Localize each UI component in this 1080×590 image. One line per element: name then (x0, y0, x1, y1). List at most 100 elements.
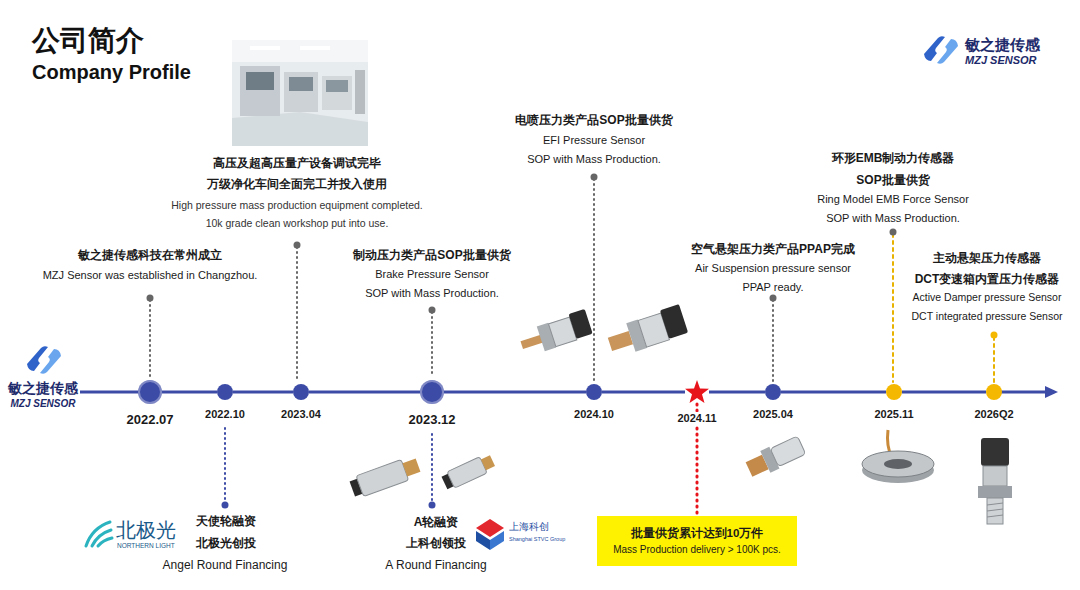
text-label: 敏之捷传感科技在常州成立 (78, 248, 222, 262)
highlight-box: 批量供货累计达到10万件Mass Production delivery > 1… (597, 516, 797, 566)
text-label: 空气悬架压力类产品PPAP完成 (691, 242, 855, 256)
sensor-part (447, 457, 487, 489)
investor-logo-icon (86, 522, 112, 546)
leader-line (149, 300, 151, 377)
leader-line (772, 300, 774, 382)
text-label: Company Profile (32, 60, 191, 84)
timeline-segment (902, 391, 986, 394)
date-label: 2022.07 (125, 412, 176, 428)
text-label: 北极光 (116, 518, 176, 542)
text-label: High pressure mass production equipment … (171, 199, 423, 212)
sensor-thread (987, 509, 1003, 511)
sensor-thread (987, 515, 1003, 517)
date-label: 2024.10 (572, 408, 616, 421)
timeline-segment (309, 391, 420, 394)
star-fill (685, 380, 709, 403)
text-label: DCT变速箱内置压力传感器 (915, 272, 1060, 286)
timeline-dot: 2026Q2 (986, 384, 1002, 400)
logo-shape (476, 531, 490, 550)
machine-panel (355, 70, 365, 114)
text-label: Air Suspension pressure sensor (695, 262, 851, 275)
date-label: 2024.11 (675, 412, 718, 425)
timeline-dot: 2023.04 (293, 384, 309, 400)
timeline-dot: 2022.07 (138, 380, 162, 404)
leader-dot (222, 502, 229, 509)
sensor-photo (349, 455, 422, 500)
timeline-dot: 2022.10 (217, 384, 233, 400)
logo-shape (937, 39, 958, 64)
machine (284, 72, 318, 112)
date-label: 2022.10 (203, 408, 247, 421)
sensor-part (770, 436, 806, 467)
leader-dots (147, 174, 998, 509)
star-shape (685, 380, 709, 404)
clean-room-photo (232, 40, 368, 146)
text-label: MZJ SENSOR (8, 398, 77, 410)
leader-dot (294, 242, 301, 249)
leader-line (431, 434, 433, 503)
axis-line (1000, 391, 1048, 394)
text-label: 天使轮融资 (196, 514, 256, 528)
leader-line (431, 312, 433, 377)
machine-window (246, 72, 274, 90)
timeline-dot: 2023.12 (420, 380, 444, 404)
text-label: MZJ Sensor was established in Changzhou. (43, 269, 258, 282)
logo-stroke (98, 538, 112, 546)
machine-window (326, 80, 348, 92)
timeline-dot: 2025.04 (765, 384, 781, 400)
leader-lines (150, 179, 994, 503)
logo-shape (40, 349, 61, 374)
timeline-segment (781, 391, 886, 394)
date-label: 2025.11 (872, 408, 915, 421)
text-label: Angel Round Financing (163, 558, 288, 572)
leader-dot (890, 229, 897, 236)
text-label: Brake Pressure Sensor (375, 268, 489, 281)
box-text: Mass Production delivery > 100K pcs. (613, 542, 781, 558)
sensor-photo (605, 304, 689, 359)
sensor-photo (978, 438, 1012, 524)
sensor-part (608, 331, 633, 351)
sensor-part (987, 498, 1003, 524)
sensor-part (884, 459, 912, 469)
leader-dot (991, 332, 998, 339)
timeline-segment (233, 391, 293, 394)
date-label: 2023.04 (279, 408, 323, 421)
sensor-part (978, 486, 1012, 498)
timeline-segment (709, 391, 765, 394)
leader-dot (591, 174, 598, 181)
sensor-part (568, 309, 592, 339)
text-label: 上海科创 (509, 521, 549, 533)
logo-shape (490, 531, 504, 550)
investor-logo-icon (476, 519, 504, 550)
leader-dot (770, 295, 777, 302)
text-label: A Round Financing (385, 558, 486, 572)
date-label: 2026Q2 (972, 408, 1015, 421)
text-label: 10k grade clean workshop put into use. (206, 217, 389, 230)
photo-floor (232, 112, 368, 146)
text-label: DCT integrated pressure Sensor (912, 310, 1063, 323)
photo-ceiling (232, 40, 368, 62)
text-label: SOP with Mass Production. (826, 212, 960, 225)
text-label: A轮融资 (414, 515, 459, 529)
text-label: 电喷压力类产品SOP批量供货 (515, 113, 672, 127)
photo-frame (232, 40, 368, 146)
text-label: SOP with Mass Production. (365, 287, 499, 300)
axis-arrowhead (1045, 386, 1058, 398)
sensor-part (356, 460, 409, 497)
leader-dot (429, 307, 436, 314)
company-logo-icon (27, 346, 61, 374)
ceiling-light (250, 46, 280, 50)
sensor-part (981, 438, 1009, 466)
text-label: NORTHERN LIGHT (117, 542, 175, 550)
sensor-thread (987, 503, 1003, 505)
leader-line (296, 247, 298, 382)
text-label: 环形EMB制动力传感器 (832, 151, 955, 165)
text-label: SOP批量供货 (856, 173, 929, 187)
leader-dot (429, 502, 436, 509)
timeline-segment (162, 391, 217, 394)
text-label: Shanghai STVC Group (509, 536, 565, 543)
page-title: 公司简介 (32, 24, 144, 58)
text-label: 主动悬架压力传感器 (933, 251, 1041, 265)
box-heading: 批量供货累计达到10万件 (613, 524, 781, 542)
sensor-part (481, 455, 495, 470)
